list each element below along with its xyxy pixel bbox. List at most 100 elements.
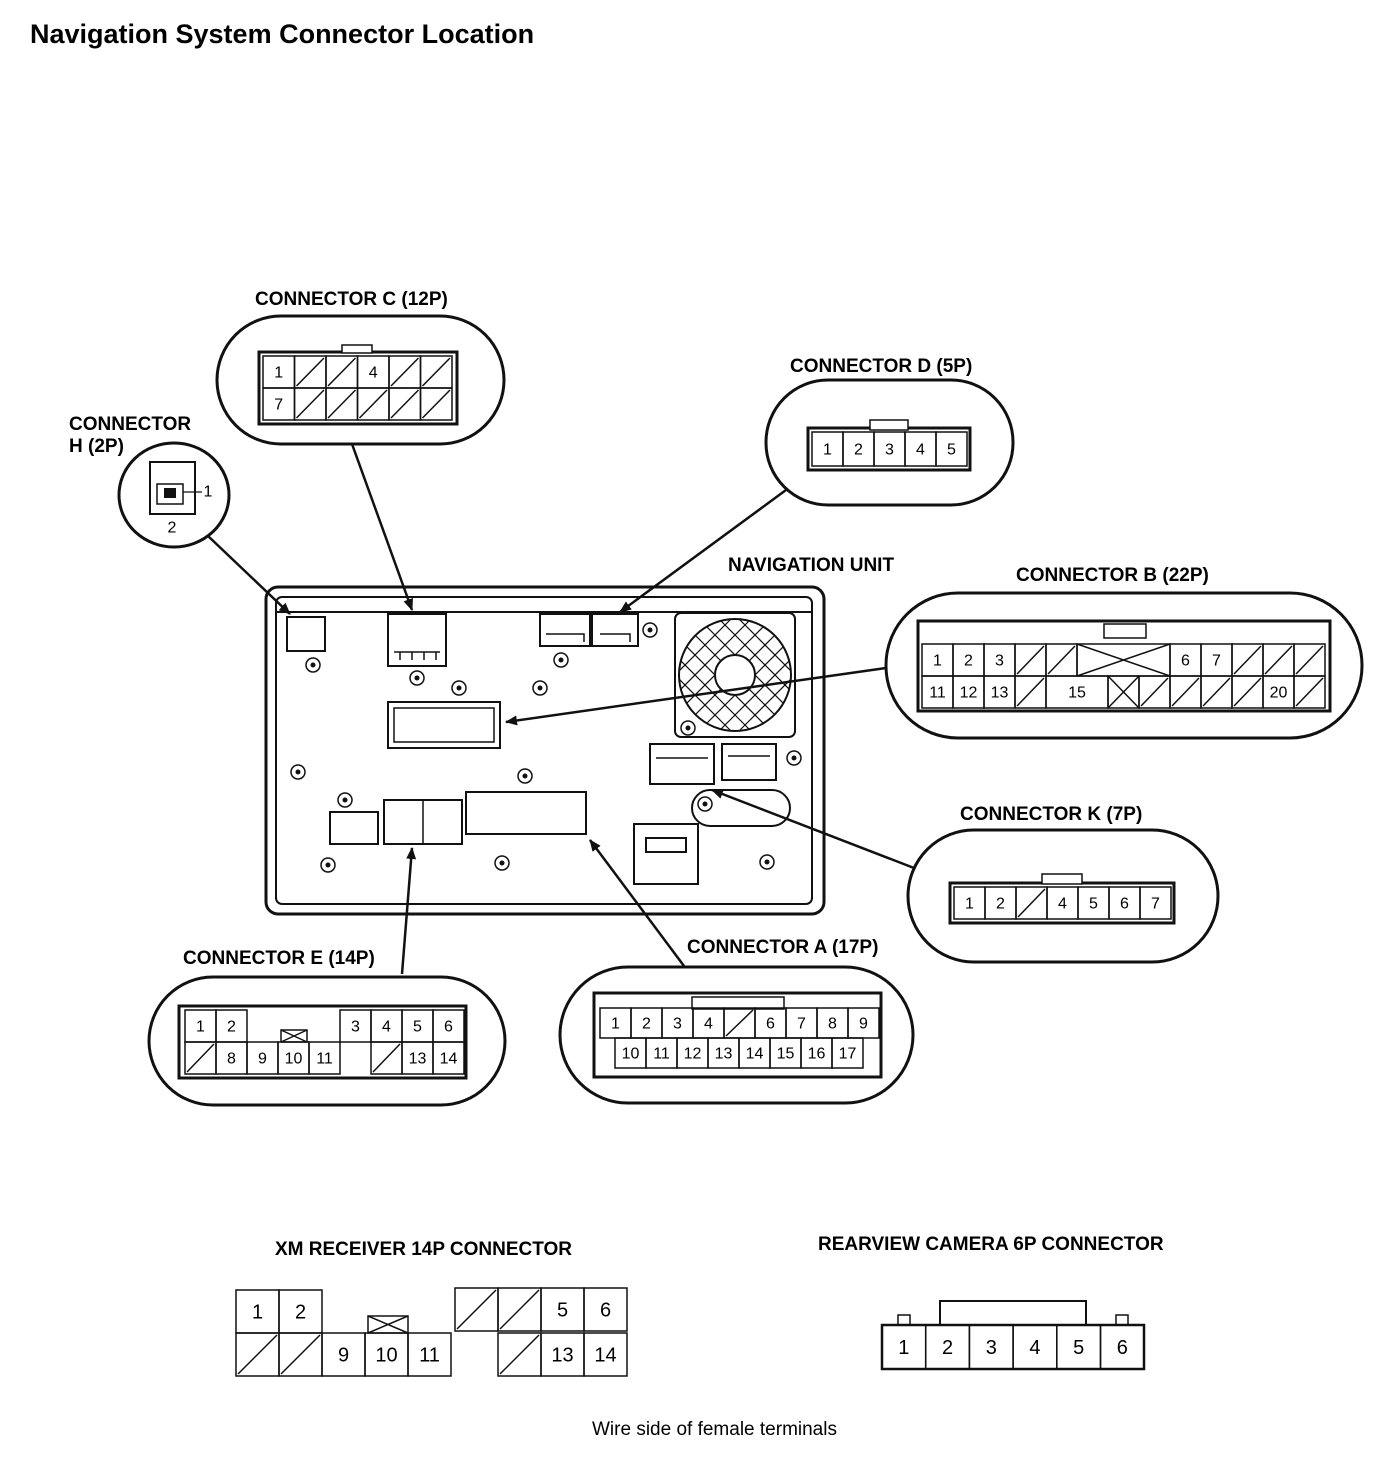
unused-pin-slash xyxy=(390,357,420,387)
screw-center xyxy=(764,859,770,865)
pin-number: 1 xyxy=(274,365,283,382)
unused-pin-slash xyxy=(499,1289,540,1330)
grille-bar xyxy=(738,619,791,731)
screw xyxy=(517,768,533,784)
connector-a-label: CONNECTOR A (17P) xyxy=(687,937,878,958)
blocked-cavity-cross xyxy=(367,1315,409,1334)
pin-cell xyxy=(583,1332,628,1377)
screw xyxy=(451,680,467,696)
pin-number: 2 xyxy=(854,442,863,459)
nav-port-aux xyxy=(539,613,591,647)
pin-number: 7 xyxy=(797,1016,806,1033)
unused-pin-slash xyxy=(358,389,388,419)
connector-h: 12 xyxy=(149,461,213,537)
cooling-fan-frame xyxy=(674,612,796,738)
pin-number: 7 xyxy=(274,397,283,414)
unused-pin-slash xyxy=(1295,677,1324,707)
pin-number: 11 xyxy=(653,1046,670,1063)
pin-number: 11 xyxy=(316,1051,333,1068)
lock-tab xyxy=(1103,623,1147,639)
pin-number: 3 xyxy=(885,442,894,459)
connector-b-bubble xyxy=(884,591,1364,740)
blocked-cavity-cross xyxy=(280,1029,308,1043)
unused-pin-slash xyxy=(725,1009,754,1037)
connector-b-label: CONNECTOR B (22P) xyxy=(1016,565,1209,586)
pin-number: 3 xyxy=(673,1016,682,1033)
unused-pin-slash xyxy=(280,1334,321,1375)
pin-number: 4 xyxy=(382,1019,391,1036)
unused-pin-slash xyxy=(327,357,357,387)
pin-number: 1 xyxy=(196,1019,205,1036)
lock-tab xyxy=(869,419,909,431)
nav-unit-outer-case xyxy=(264,585,826,916)
pin-number: 5 xyxy=(1073,1337,1084,1359)
nav-port-k-detail xyxy=(656,755,770,759)
nav-port-a xyxy=(465,791,587,835)
unused-pin-slash xyxy=(1295,645,1324,675)
unused-pin-slash xyxy=(295,357,325,387)
arrow-connector-a xyxy=(588,839,686,967)
arrow-connector-b xyxy=(505,666,887,726)
pin-number: 14 xyxy=(746,1046,764,1063)
screw-center xyxy=(522,773,528,779)
pin-number: 3 xyxy=(351,1019,360,1036)
pin-cell xyxy=(1293,675,1326,709)
screw-center xyxy=(537,685,543,691)
pin-number: 6 xyxy=(766,1016,775,1033)
pin-number: 14 xyxy=(594,1345,616,1367)
pin-number: 1 xyxy=(204,484,213,501)
pin-number: 9 xyxy=(258,1051,267,1068)
pin-number: 8 xyxy=(227,1051,236,1068)
pin-number: 6 xyxy=(1181,653,1190,670)
lock-tab xyxy=(691,996,785,1010)
pin-number: 13 xyxy=(991,685,1009,702)
unused-pin-slash xyxy=(1016,645,1045,675)
screw-center xyxy=(791,755,797,761)
unused-pin-slash xyxy=(372,1043,401,1073)
arrow-connector-c xyxy=(350,443,414,611)
blocked-cavity-cross xyxy=(1107,675,1140,709)
footnote: Wire side of female terminals xyxy=(592,1419,837,1440)
nav-port-antenna-slot xyxy=(645,837,687,853)
pin-number: 2 xyxy=(295,1302,306,1324)
pin-number: 4 xyxy=(704,1016,713,1033)
pin-number: 16 xyxy=(808,1046,826,1063)
pin-number: 5 xyxy=(413,1019,422,1036)
pin-number: 4 xyxy=(1058,896,1067,913)
pin-cell xyxy=(432,1041,465,1075)
pin-number: 13 xyxy=(409,1051,427,1068)
connector-d-bubble xyxy=(764,378,1015,507)
housing-outline xyxy=(177,1004,468,1080)
unused-pin-slash xyxy=(295,389,325,419)
housing-outline xyxy=(156,483,184,505)
unused-pin-slash xyxy=(390,389,420,419)
connector-c-label: CONNECTOR C (12P) xyxy=(255,289,448,310)
nav-port-antenna xyxy=(633,823,699,885)
grille-bar xyxy=(679,619,732,731)
pin-number: 14 xyxy=(440,1051,458,1068)
cooling-fan-ring xyxy=(678,618,792,732)
pin-cell xyxy=(419,387,453,421)
pin-number: 1 xyxy=(252,1302,263,1324)
pin-number: 20 xyxy=(1270,685,1288,702)
grille-bar xyxy=(738,619,791,731)
pin-number: 7 xyxy=(1212,653,1221,670)
unused-pin-slash xyxy=(1016,677,1045,707)
connector-d-label: CONNECTOR D (5P) xyxy=(790,356,972,377)
unused-pin-slash xyxy=(1202,677,1231,707)
connector-k-bubble xyxy=(906,828,1220,964)
nav-port-c xyxy=(387,613,447,667)
cooling-fan-hub xyxy=(714,654,756,696)
screw xyxy=(494,855,510,871)
nav-port-c-teeth xyxy=(394,651,440,660)
screw xyxy=(305,657,321,673)
screw-center xyxy=(702,801,708,807)
pin-cell xyxy=(1099,1324,1145,1370)
nav-port-round xyxy=(691,789,791,827)
blocked-cavity-cross xyxy=(1076,643,1171,677)
grille-bar xyxy=(718,619,791,731)
unused-pin-slash xyxy=(1140,677,1169,707)
